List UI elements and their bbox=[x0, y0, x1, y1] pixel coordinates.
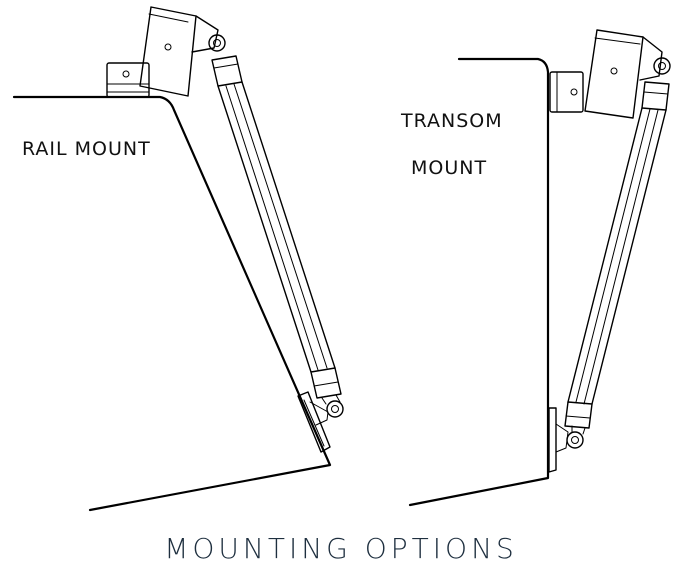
rail-mount-label: RAIL MOUNT bbox=[22, 138, 151, 160]
rail-bracket bbox=[106, 62, 150, 98]
transom-upper-pivot bbox=[653, 57, 671, 75]
transom-lower-pivot bbox=[548, 407, 584, 473]
transom-bracket bbox=[549, 71, 584, 113]
transom-label-line1: TRANSOM bbox=[400, 110, 503, 132]
rail-upper-housing bbox=[139, 6, 219, 97]
diagram-caption: MOUNTING OPTIONS bbox=[164, 532, 518, 564]
rail-lower-pivot bbox=[297, 391, 344, 453]
transom-hull-outline bbox=[408, 57, 550, 507]
transom-upper-housing bbox=[584, 29, 663, 119]
rail-mount-drawing: RAIL MOUNT bbox=[12, 6, 344, 512]
transom-mount-drawing: TRANSOM MOUNT bbox=[400, 29, 671, 507]
rail-actuator bbox=[211, 55, 342, 405]
rail-hull-outline bbox=[12, 95, 332, 512]
rail-upper-pivot bbox=[208, 34, 226, 52]
transom-label-line2: MOUNT bbox=[411, 157, 487, 179]
transom-actuator bbox=[564, 81, 670, 435]
